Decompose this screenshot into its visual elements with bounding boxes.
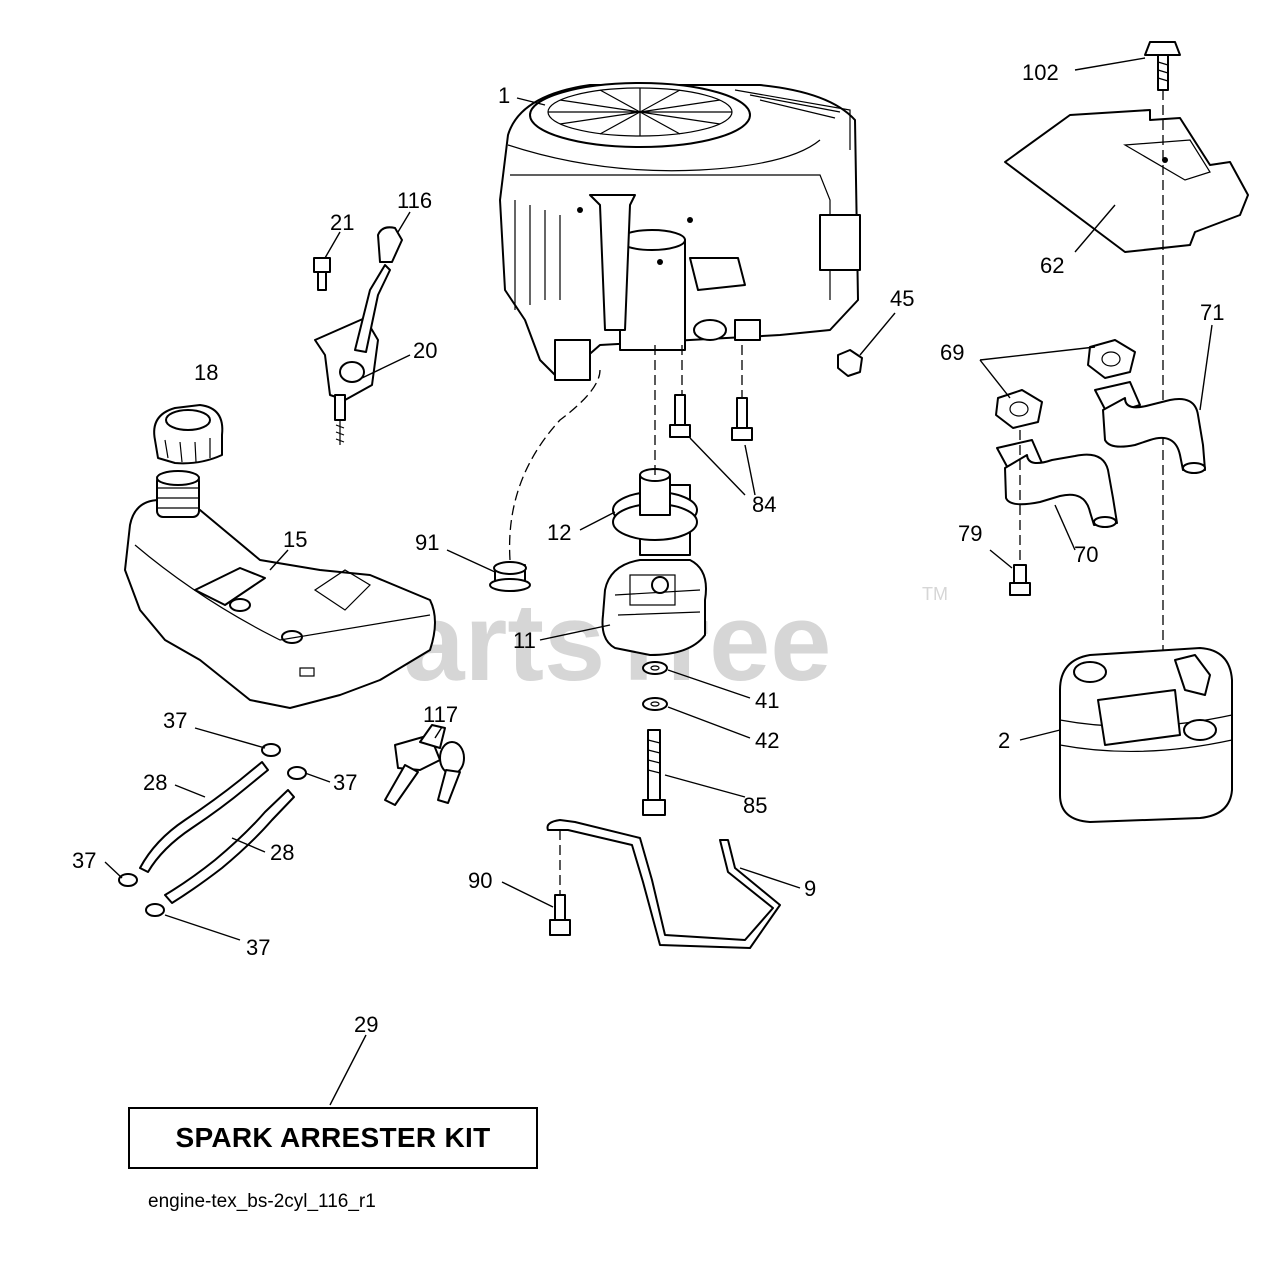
callout-42[interactable]: 42 — [755, 728, 779, 753]
gasket-69-part[interactable] — [995, 339, 1136, 429]
screw-79-part[interactable] — [1009, 564, 1031, 596]
callout-91[interactable]: 91 — [415, 530, 439, 555]
callout-70[interactable]: 70 — [1074, 542, 1098, 567]
engine-part[interactable] — [499, 82, 861, 381]
callout-102[interactable]: 102 — [1022, 60, 1059, 85]
callout-11[interactable]: 11 — [513, 628, 536, 653]
callout-37-top[interactable]: 37 — [163, 708, 187, 733]
screw-21-part[interactable] — [313, 257, 331, 291]
washer-41-part[interactable] — [642, 661, 668, 675]
callout-37-right[interactable]: 37 — [333, 770, 357, 795]
callout-1[interactable]: 1 — [498, 83, 510, 108]
callout-45[interactable]: 45 — [890, 286, 914, 311]
callout-41[interactable]: 41 — [755, 688, 779, 713]
spark-arrester-kit-label: SPARK ARRESTER KIT — [175, 1122, 491, 1153]
fuel-valve-117-part[interactable] — [384, 724, 465, 806]
dash-line-91 — [508, 369, 601, 561]
heat-shield-62-part[interactable] — [1004, 109, 1249, 253]
bolt-85-part[interactable] — [642, 729, 666, 816]
callout-37-left[interactable]: 37 — [72, 848, 96, 873]
exhaust-pipe-70-part[interactable] — [996, 439, 1118, 528]
electric-clutch-11-part[interactable] — [601, 559, 707, 656]
spark-arrester-kit-box[interactable]: SPARK ARRESTER KIT — [128, 1107, 538, 1169]
fuel-cap-18-part[interactable] — [153, 404, 224, 465]
pulley-12-part[interactable] — [612, 468, 698, 556]
fuel-tank-15-part[interactable] — [124, 470, 436, 709]
hose-clamp-37-part[interactable] — [118, 743, 307, 917]
callout-79[interactable]: 79 — [958, 521, 982, 546]
callout-20[interactable]: 20 — [413, 338, 437, 363]
nut-45-part[interactable] — [837, 349, 863, 377]
leader-lines — [104, 57, 1213, 1106]
callout-21[interactable]: 21 — [330, 210, 354, 235]
drawing-id: engine-tex_bs-2cyl_116_r1 — [148, 1191, 376, 1212]
callout-69[interactable]: 69 — [940, 340, 964, 365]
callout-71[interactable]: 71 — [1200, 300, 1224, 325]
washer-42-part[interactable] — [642, 697, 668, 711]
bolt-102-part[interactable] — [1144, 41, 1181, 91]
callout-85[interactable]: 85 — [743, 793, 767, 818]
callout-18[interactable]: 18 — [194, 360, 218, 385]
exhaust-pipe-71-part[interactable] — [1094, 381, 1206, 474]
throttle-control-20-part[interactable] — [314, 264, 391, 445]
callout-15[interactable]: 15 — [283, 527, 307, 552]
callout-12[interactable]: 12 — [547, 520, 571, 545]
callout-28-upper[interactable]: 28 — [143, 770, 167, 795]
muffler-2-part[interactable] — [1059, 647, 1233, 823]
bolt-84-part[interactable] — [669, 394, 753, 441]
watermark-tm: TM — [922, 584, 948, 604]
callout-2[interactable]: 2 — [998, 728, 1010, 753]
knob-116-part[interactable] — [377, 226, 403, 263]
screw-90-part[interactable] — [549, 894, 571, 936]
callout-28-lower[interactable]: 28 — [270, 840, 294, 865]
callout-116[interactable]: 116 — [397, 188, 432, 213]
fuel-hose-28-upper-part[interactable] — [139, 761, 269, 873]
fuel-hose-28-lower-part[interactable] — [164, 789, 295, 904]
rod-9-part[interactable] — [546, 819, 781, 949]
callout-84[interactable]: 84 — [752, 492, 776, 517]
callout-90[interactable]: 90 — [468, 868, 492, 893]
callout-37-bottom[interactable]: 37 — [246, 935, 270, 960]
callout-9[interactable]: 9 — [804, 876, 816, 901]
callout-29[interactable]: 29 — [354, 1012, 378, 1037]
callout-117[interactable]: 117 — [423, 702, 458, 727]
callout-62[interactable]: 62 — [1040, 253, 1064, 278]
callout-labels: 1 102 116 21 62 45 71 69 20 18 84 15 91 … — [72, 60, 1224, 1037]
bushing-91-part[interactable] — [489, 561, 531, 592]
